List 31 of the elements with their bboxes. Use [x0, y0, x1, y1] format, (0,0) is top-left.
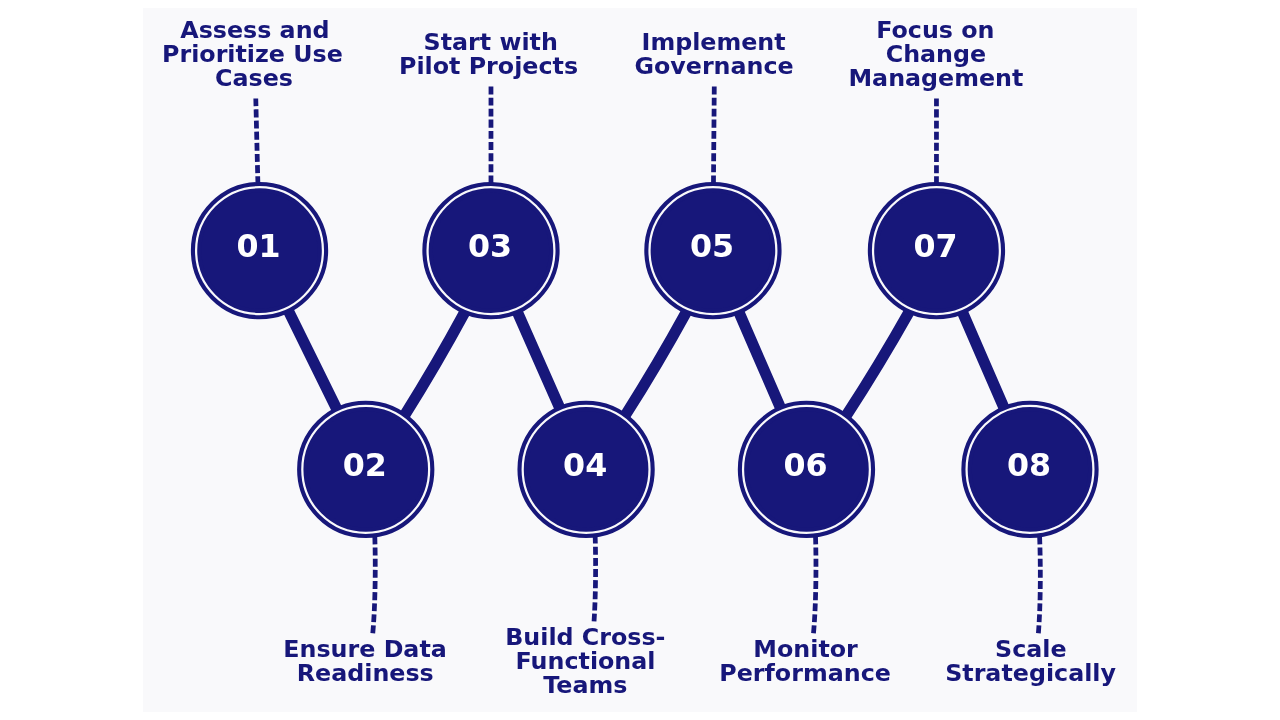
node-circle: 07	[867, 181, 1006, 320]
node-text: Focus on Change Management	[848, 16, 1024, 92]
node-circle: 03	[422, 181, 560, 320]
connector	[1036, 535, 1043, 634]
connector	[283, 308, 342, 412]
connector	[620, 309, 692, 419]
connector	[957, 310, 1009, 410]
connector	[733, 310, 786, 410]
connector	[711, 86, 717, 184]
connector	[512, 310, 565, 411]
connector	[841, 308, 914, 419]
node-text: Start with Pilot Projects	[399, 28, 579, 80]
node-circle: 06	[737, 400, 876, 539]
connector	[934, 98, 939, 184]
node-text: Ensure Data Readiness	[283, 635, 447, 688]
node-text: Assess and Prioritize Use Cases	[162, 16, 343, 92]
connector	[253, 98, 261, 184]
connector	[400, 309, 470, 418]
connector	[591, 535, 598, 622]
node-text: Implement Governance	[634, 28, 794, 80]
node-text: Monitor Performance	[719, 635, 891, 688]
connector	[370, 535, 378, 634]
node-circle: 01	[190, 181, 329, 320]
connector	[488, 86, 494, 184]
node-text: Scale Strategically	[945, 635, 1116, 688]
node-circle: 02	[297, 400, 435, 539]
node-circle: 04	[517, 400, 655, 539]
node-circle: 05	[644, 181, 782, 320]
connector	[811, 535, 819, 634]
node-circle: 08	[961, 400, 1099, 539]
node-text: Build Cross-Functional Teams	[505, 623, 666, 699]
